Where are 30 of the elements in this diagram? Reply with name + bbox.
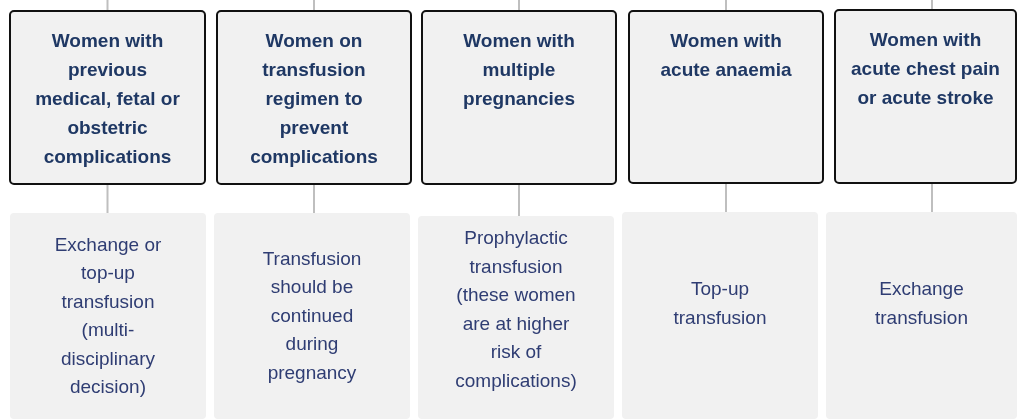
connector-line xyxy=(106,0,109,11)
connector-line xyxy=(313,184,315,214)
treatment-text: Transfusion should be continued during pregnancy xyxy=(261,246,363,385)
group-box xyxy=(421,10,617,185)
treatment-box xyxy=(10,213,206,419)
treatment-text: Exchange transfusion xyxy=(874,277,969,330)
group-title: Women with acute anaemia xyxy=(659,29,793,82)
connector-line xyxy=(931,0,933,10)
treatment-text: Prophylactic transfusion (these women are at higher risk of complications) xyxy=(454,226,578,393)
treatment-box xyxy=(214,213,410,419)
treatment-box xyxy=(418,216,614,419)
connector-line xyxy=(725,183,727,213)
treatment-text: Top-up transfusion xyxy=(672,277,768,330)
connector-line xyxy=(313,0,315,11)
treatment-box xyxy=(622,212,818,419)
connector-line xyxy=(725,0,727,11)
group-title: Women with previous medical, fetal or obstetric complications xyxy=(34,29,181,169)
group-title: Women with acute chest pain or acute stroke xyxy=(850,28,1001,110)
group-title: Women with multiple pregnancies xyxy=(462,29,576,111)
group-box xyxy=(628,10,824,184)
connector-line xyxy=(518,0,520,11)
group-box xyxy=(9,10,206,185)
treatment-text: Exchange or top-up transfusion (multi-disciplinary decision) xyxy=(53,232,163,399)
connector-line xyxy=(518,184,520,217)
group-title: Women on transfusion regimen to prevent complications xyxy=(249,29,379,169)
connector-line xyxy=(931,183,933,213)
group-box xyxy=(216,10,412,185)
group-box xyxy=(834,9,1017,184)
treatment-box xyxy=(826,212,1017,419)
connector-line xyxy=(106,184,109,214)
